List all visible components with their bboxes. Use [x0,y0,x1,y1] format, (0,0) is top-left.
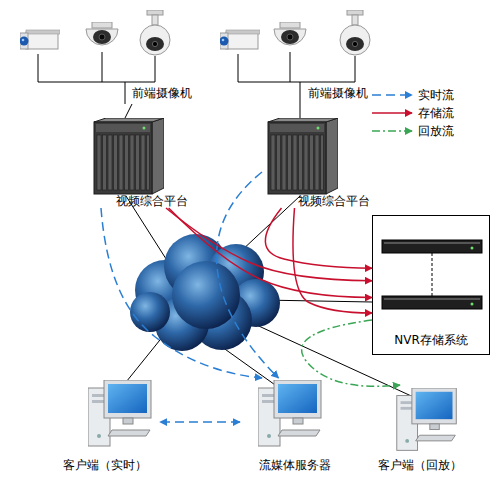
wire-connector [125,104,132,118]
flow-connector [101,208,262,378]
dome-camera [86,22,118,45]
platform-node: 视频综合平台 [262,118,392,208]
legend-sample [372,94,412,96]
flow-connector [217,172,279,378]
camera-wiring [38,52,355,104]
flow-connector [293,208,372,313]
server-computer [258,380,321,446]
dome-camera [274,22,306,45]
camera-group: 前端摄像机 [12,8,202,104]
legend-label: 回放流 [418,124,454,138]
platform-device [268,118,338,194]
flow-connector [169,208,372,298]
client-node: 客户端（实时） [50,378,160,476]
platform-node: 视频综合平台 [88,118,218,208]
node-label: 流媒体服务器 [240,458,350,472]
node-label: 视频综合平台 [116,194,216,208]
node-label: 客户端（实时） [50,458,160,472]
node-label: 前端摄像机 [132,86,202,100]
nvr-device [382,296,482,309]
nvr-device [382,240,482,253]
ptz-camera [140,10,170,55]
legend-label: 实时流 [418,88,454,102]
legend-sample [372,130,412,132]
camera-group: 前端摄像机 [212,8,402,104]
platform-device [94,118,164,194]
node-label: 视频综合平台 [298,194,390,208]
client-computer [88,380,151,446]
wire-connector [300,104,301,118]
client-node: 客户端（回放） [370,385,470,477]
flow-connector [166,208,372,281]
stack-link [432,253,433,296]
box-camera [20,30,61,49]
server-node: 流媒体服务器 [240,378,350,476]
flow-connector [160,421,240,423]
node-label: 前端摄像机 [308,86,378,100]
client-computer [397,388,457,450]
ptz-camera [340,10,370,55]
flow-connector [302,320,400,386]
legend-sample [372,112,412,114]
node-label: 客户端（回放） [370,458,470,472]
storage-box: NVR存储系统 [372,215,490,355]
flow-connector [265,208,372,268]
box-camera [220,30,261,49]
network-wire [118,196,420,400]
node-label: NVR存储系统 [373,333,489,347]
legend-label: 存储流 [418,106,454,120]
network-cloud [130,234,280,351]
